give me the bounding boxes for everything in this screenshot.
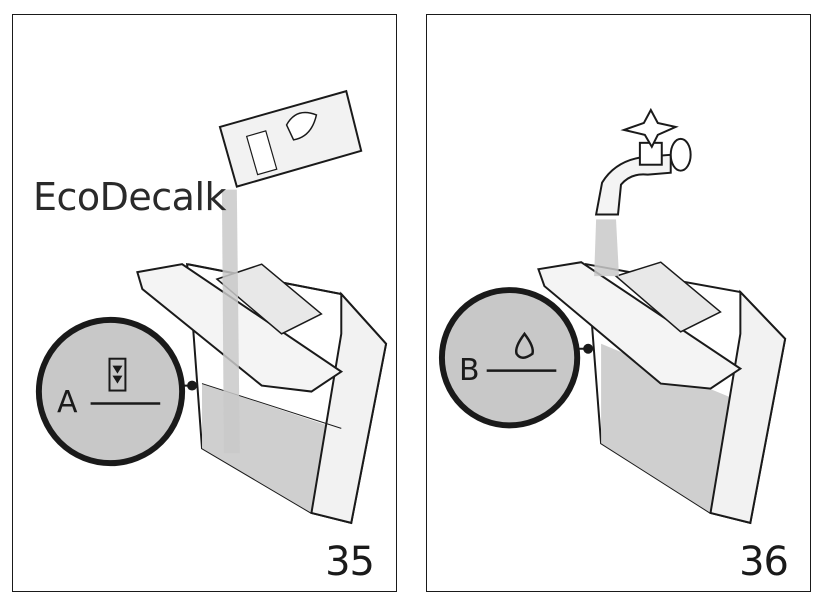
step-number: 36 (739, 539, 789, 585)
tank-lid (537, 261, 743, 390)
step-number: 35 (325, 539, 375, 585)
level-indicator-a (35, 316, 198, 467)
water-drop-icon (514, 331, 535, 359)
tank-lid (136, 263, 344, 393)
step-36-panel: B 36 (426, 14, 811, 592)
product-label: EcoDecalk (33, 175, 227, 219)
level-marker-a: A (57, 385, 78, 420)
step-35-illustration (35, 89, 388, 525)
step-36-illustration (438, 107, 787, 525)
step-35-panel: EcoDecalk A 35 (12, 14, 397, 592)
decalcifier-symbol-icon (108, 357, 127, 392)
tap-water-stream (594, 219, 619, 277)
pouring-stream (221, 189, 240, 454)
decalcifier-sachet-icon (218, 89, 363, 188)
faucet-icon (594, 107, 692, 216)
level-indicator-b (438, 287, 594, 429)
level-marker-b: B (459, 353, 480, 388)
